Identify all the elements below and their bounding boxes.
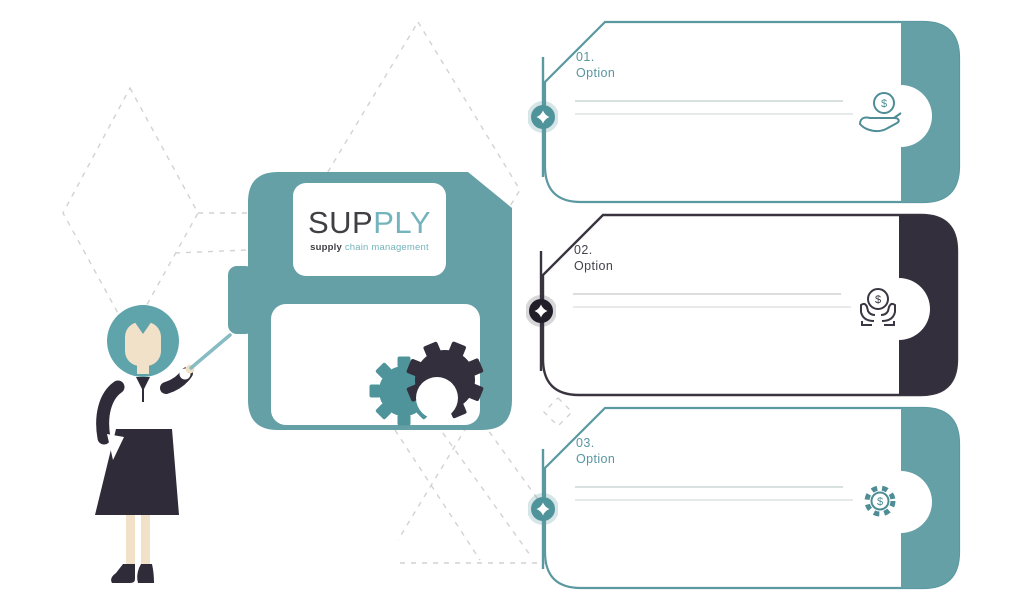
- connector-2: [526, 251, 556, 371]
- title-ply: PLY: [373, 205, 432, 240]
- supply-title-card: SUPPLY supply chain management: [293, 184, 446, 276]
- connector-star-icon: [536, 110, 550, 124]
- card-label: Option: [576, 452, 616, 466]
- card-label: Option: [576, 66, 616, 80]
- presenter-neck: [137, 362, 149, 374]
- emblem-title-panel: [293, 183, 446, 276]
- band-notch: [870, 471, 932, 533]
- svg-text:$: $: [881, 98, 887, 110]
- option-card-2: 02. Option $: [541, 213, 959, 397]
- presenter-left-shoe: [111, 564, 135, 583]
- supply-emblem-shape: [228, 172, 512, 430]
- gears-icon: [369, 341, 484, 426]
- card-label: Option: [574, 259, 614, 273]
- supply-subtitle: supply chain management: [310, 242, 429, 253]
- connector-1: [528, 57, 558, 177]
- card-number: 03.: [576, 436, 595, 450]
- presenter-blouse: [108, 377, 178, 435]
- connector-star-icon: [536, 502, 550, 516]
- presenter-face: [125, 322, 161, 366]
- placeholder-line: [575, 113, 853, 115]
- svg-text:$: $: [877, 496, 883, 508]
- presenter-collar: [136, 377, 150, 391]
- placeholder-line: [573, 306, 851, 308]
- supply-title: SUPPLY: [308, 207, 431, 238]
- hands-coin-icon: $: [860, 288, 896, 326]
- presenter-left-arm: [96, 380, 125, 445]
- pointer-stick: [189, 333, 232, 370]
- dashed-line: [429, 414, 531, 556]
- connector-star-icon: [534, 304, 548, 318]
- hand-coin-icon: $: [858, 92, 902, 133]
- dashed-line: [394, 429, 481, 561]
- card-outline: [541, 213, 959, 397]
- card-number: 02.: [574, 243, 593, 257]
- card-outline: [543, 406, 961, 590]
- presenter-right-shoe: [137, 564, 154, 583]
- presenter-hair-part: [134, 321, 152, 334]
- dashed-diamond-small: [543, 397, 573, 427]
- presenter-cuff-left: [107, 434, 124, 460]
- gear-dollar-icon: $: [864, 485, 896, 517]
- svg-text:$: $: [875, 294, 881, 306]
- title-sup: SUP: [307, 205, 374, 240]
- dashed-line: [174, 249, 248, 254]
- placeholder-line: [575, 499, 853, 501]
- option-card-3: 03. Option $: [543, 406, 961, 590]
- option-card-1: 01. Option $: [543, 20, 961, 204]
- gear-hub: [416, 377, 458, 419]
- card-number: 01.: [576, 50, 595, 64]
- presenter-left-leg: [126, 515, 135, 567]
- placeholder-line: [575, 100, 843, 102]
- placeholder-line: [573, 293, 841, 295]
- presenter-right-leg: [141, 515, 150, 567]
- band-notch: [868, 278, 930, 340]
- dashed-diamond-center: [316, 20, 521, 357]
- woman-presenter-illustration: [95, 305, 232, 583]
- connector-3: [528, 449, 558, 569]
- emblem-side-tab: [228, 266, 254, 334]
- band-notch: [870, 85, 932, 147]
- card-outline: [543, 20, 961, 204]
- placeholder-line: [575, 486, 843, 488]
